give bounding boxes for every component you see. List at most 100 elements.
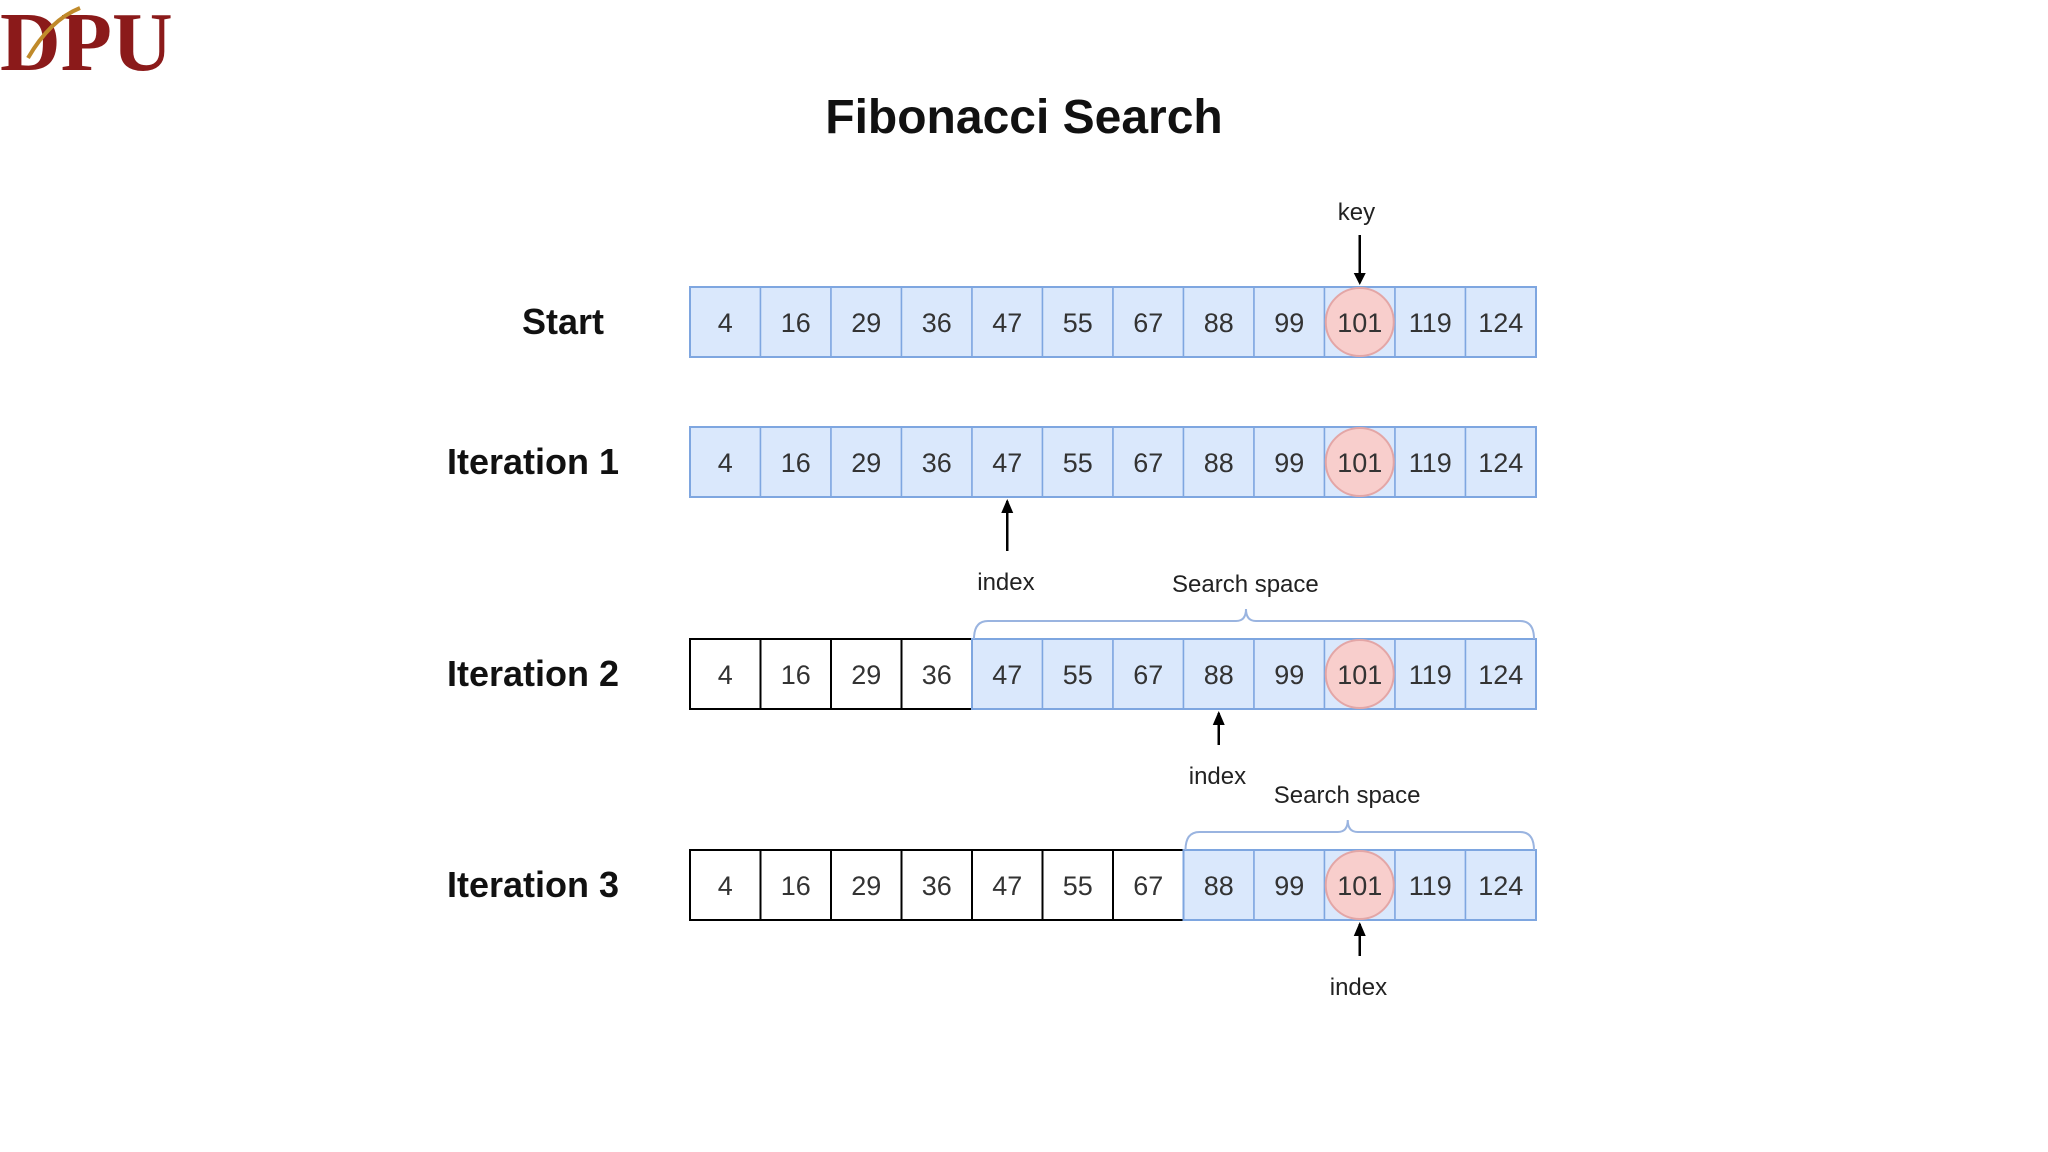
cell-value: 16 — [781, 308, 811, 338]
key-circle — [1324, 427, 1395, 497]
cell-value: 99 — [1274, 308, 1304, 338]
cell-value: 67 — [1133, 448, 1163, 478]
array-cell — [971, 426, 1044, 498]
array-cell — [900, 286, 973, 358]
active-region-border — [689, 426, 1537, 498]
pointer-label: index — [1329, 974, 1388, 1001]
cell-value: 88 — [1204, 308, 1234, 338]
cell-value: 101 — [1337, 871, 1382, 901]
pointer-arrow-head — [1353, 273, 1366, 285]
search-space-brace — [1184, 819, 1535, 851]
cell-value: 67 — [1133, 308, 1163, 338]
cell-value: 4 — [718, 660, 733, 690]
page-title: Fibonacci Search — [825, 91, 1223, 144]
cell-value: 99 — [1274, 660, 1304, 690]
cell-value: 124 — [1478, 308, 1523, 338]
cell-value: 101 — [1337, 448, 1382, 478]
cell-value: 101 — [1337, 308, 1382, 338]
array-cell — [689, 638, 762, 710]
cell-value: 99 — [1274, 448, 1304, 478]
cell-value: 119 — [1409, 448, 1452, 478]
cell-value: 36 — [922, 448, 952, 478]
array-cell — [1112, 849, 1185, 921]
pointer-label: key — [1337, 199, 1376, 226]
cell-value: 88 — [1204, 871, 1234, 901]
array-cell — [971, 286, 1044, 358]
array-cell — [1182, 286, 1255, 358]
logo-swoosh — [26, 6, 81, 60]
cell-value: 16 — [781, 871, 811, 901]
array-cell — [1112, 638, 1185, 710]
search-space-brace — [973, 608, 1535, 640]
pointer-label: index — [1188, 763, 1247, 790]
cell-value: 124 — [1478, 660, 1523, 690]
cell-value: 88 — [1204, 448, 1234, 478]
logo-text: DPU — [0, 0, 173, 82]
cell-value: 47 — [992, 448, 1022, 478]
cell-value: 16 — [781, 660, 811, 690]
array-cell — [971, 849, 1044, 921]
cell-value: 47 — [992, 308, 1022, 338]
cell-value: 88 — [1204, 660, 1234, 690]
cell-value: 36 — [922, 660, 952, 690]
array-cell — [1182, 638, 1255, 710]
cell-value: 47 — [992, 871, 1022, 901]
cell-value: 67 — [1133, 660, 1163, 690]
cell-value: 124 — [1478, 448, 1523, 478]
cell-value: 124 — [1478, 871, 1523, 901]
array-cell — [1394, 426, 1467, 498]
row-label: Iteration 3 — [447, 864, 620, 905]
cell-value: 67 — [1133, 871, 1163, 901]
key-circle — [1324, 287, 1395, 357]
cell-value: 101 — [1337, 660, 1382, 690]
array-cell — [1112, 286, 1185, 358]
active-region-border — [689, 286, 1537, 358]
cell-value: 55 — [1063, 448, 1093, 478]
cell-value: 55 — [1063, 308, 1093, 338]
cell-value: 4 — [718, 448, 733, 478]
search-space-label: Search space — [1273, 782, 1421, 809]
array-cell — [1041, 849, 1114, 921]
array-cell — [759, 286, 832, 358]
array-cell — [1464, 849, 1537, 921]
array-cell — [1394, 638, 1467, 710]
pointer-arrow-head — [1353, 922, 1366, 936]
row-label: Iteration 2 — [447, 653, 620, 694]
cell-value: 55 — [1063, 660, 1093, 690]
cell-value: 119 — [1409, 308, 1452, 338]
array-cell — [1253, 426, 1326, 498]
cell-value: 29 — [851, 308, 881, 338]
cell-value: 36 — [922, 871, 952, 901]
key-circle — [1324, 850, 1395, 920]
array-cell — [1394, 286, 1467, 358]
cell-value: 16 — [781, 448, 811, 478]
dpu-logo: DPU — [0, 0, 173, 82]
array-cell — [759, 638, 832, 710]
array-cell — [689, 426, 762, 498]
array-cell — [1182, 849, 1255, 921]
array-cell — [830, 638, 903, 710]
cell-value: 119 — [1409, 660, 1452, 690]
key-circle — [1324, 639, 1395, 709]
cell-value: 4 — [718, 308, 733, 338]
active-region-border — [971, 638, 1537, 710]
cell-value: 55 — [1063, 871, 1093, 901]
array-cell — [830, 426, 903, 498]
cell-value: 119 — [1409, 871, 1452, 901]
array-cell — [689, 849, 762, 921]
pointer-arrow-head — [1212, 711, 1225, 725]
cell-value: 29 — [851, 660, 881, 690]
array-cell — [900, 849, 973, 921]
cell-value: 99 — [1274, 871, 1304, 901]
row-label: Iteration 1 — [447, 441, 620, 482]
cell-value: 36 — [922, 308, 952, 338]
array-cell — [900, 638, 973, 710]
row-label: Start — [522, 301, 605, 342]
array-cell — [830, 286, 903, 358]
pointer-arrow-head — [1001, 499, 1014, 513]
pointer-label: index — [977, 569, 1035, 596]
array-cell — [830, 849, 903, 921]
cell-value: 29 — [851, 871, 881, 901]
